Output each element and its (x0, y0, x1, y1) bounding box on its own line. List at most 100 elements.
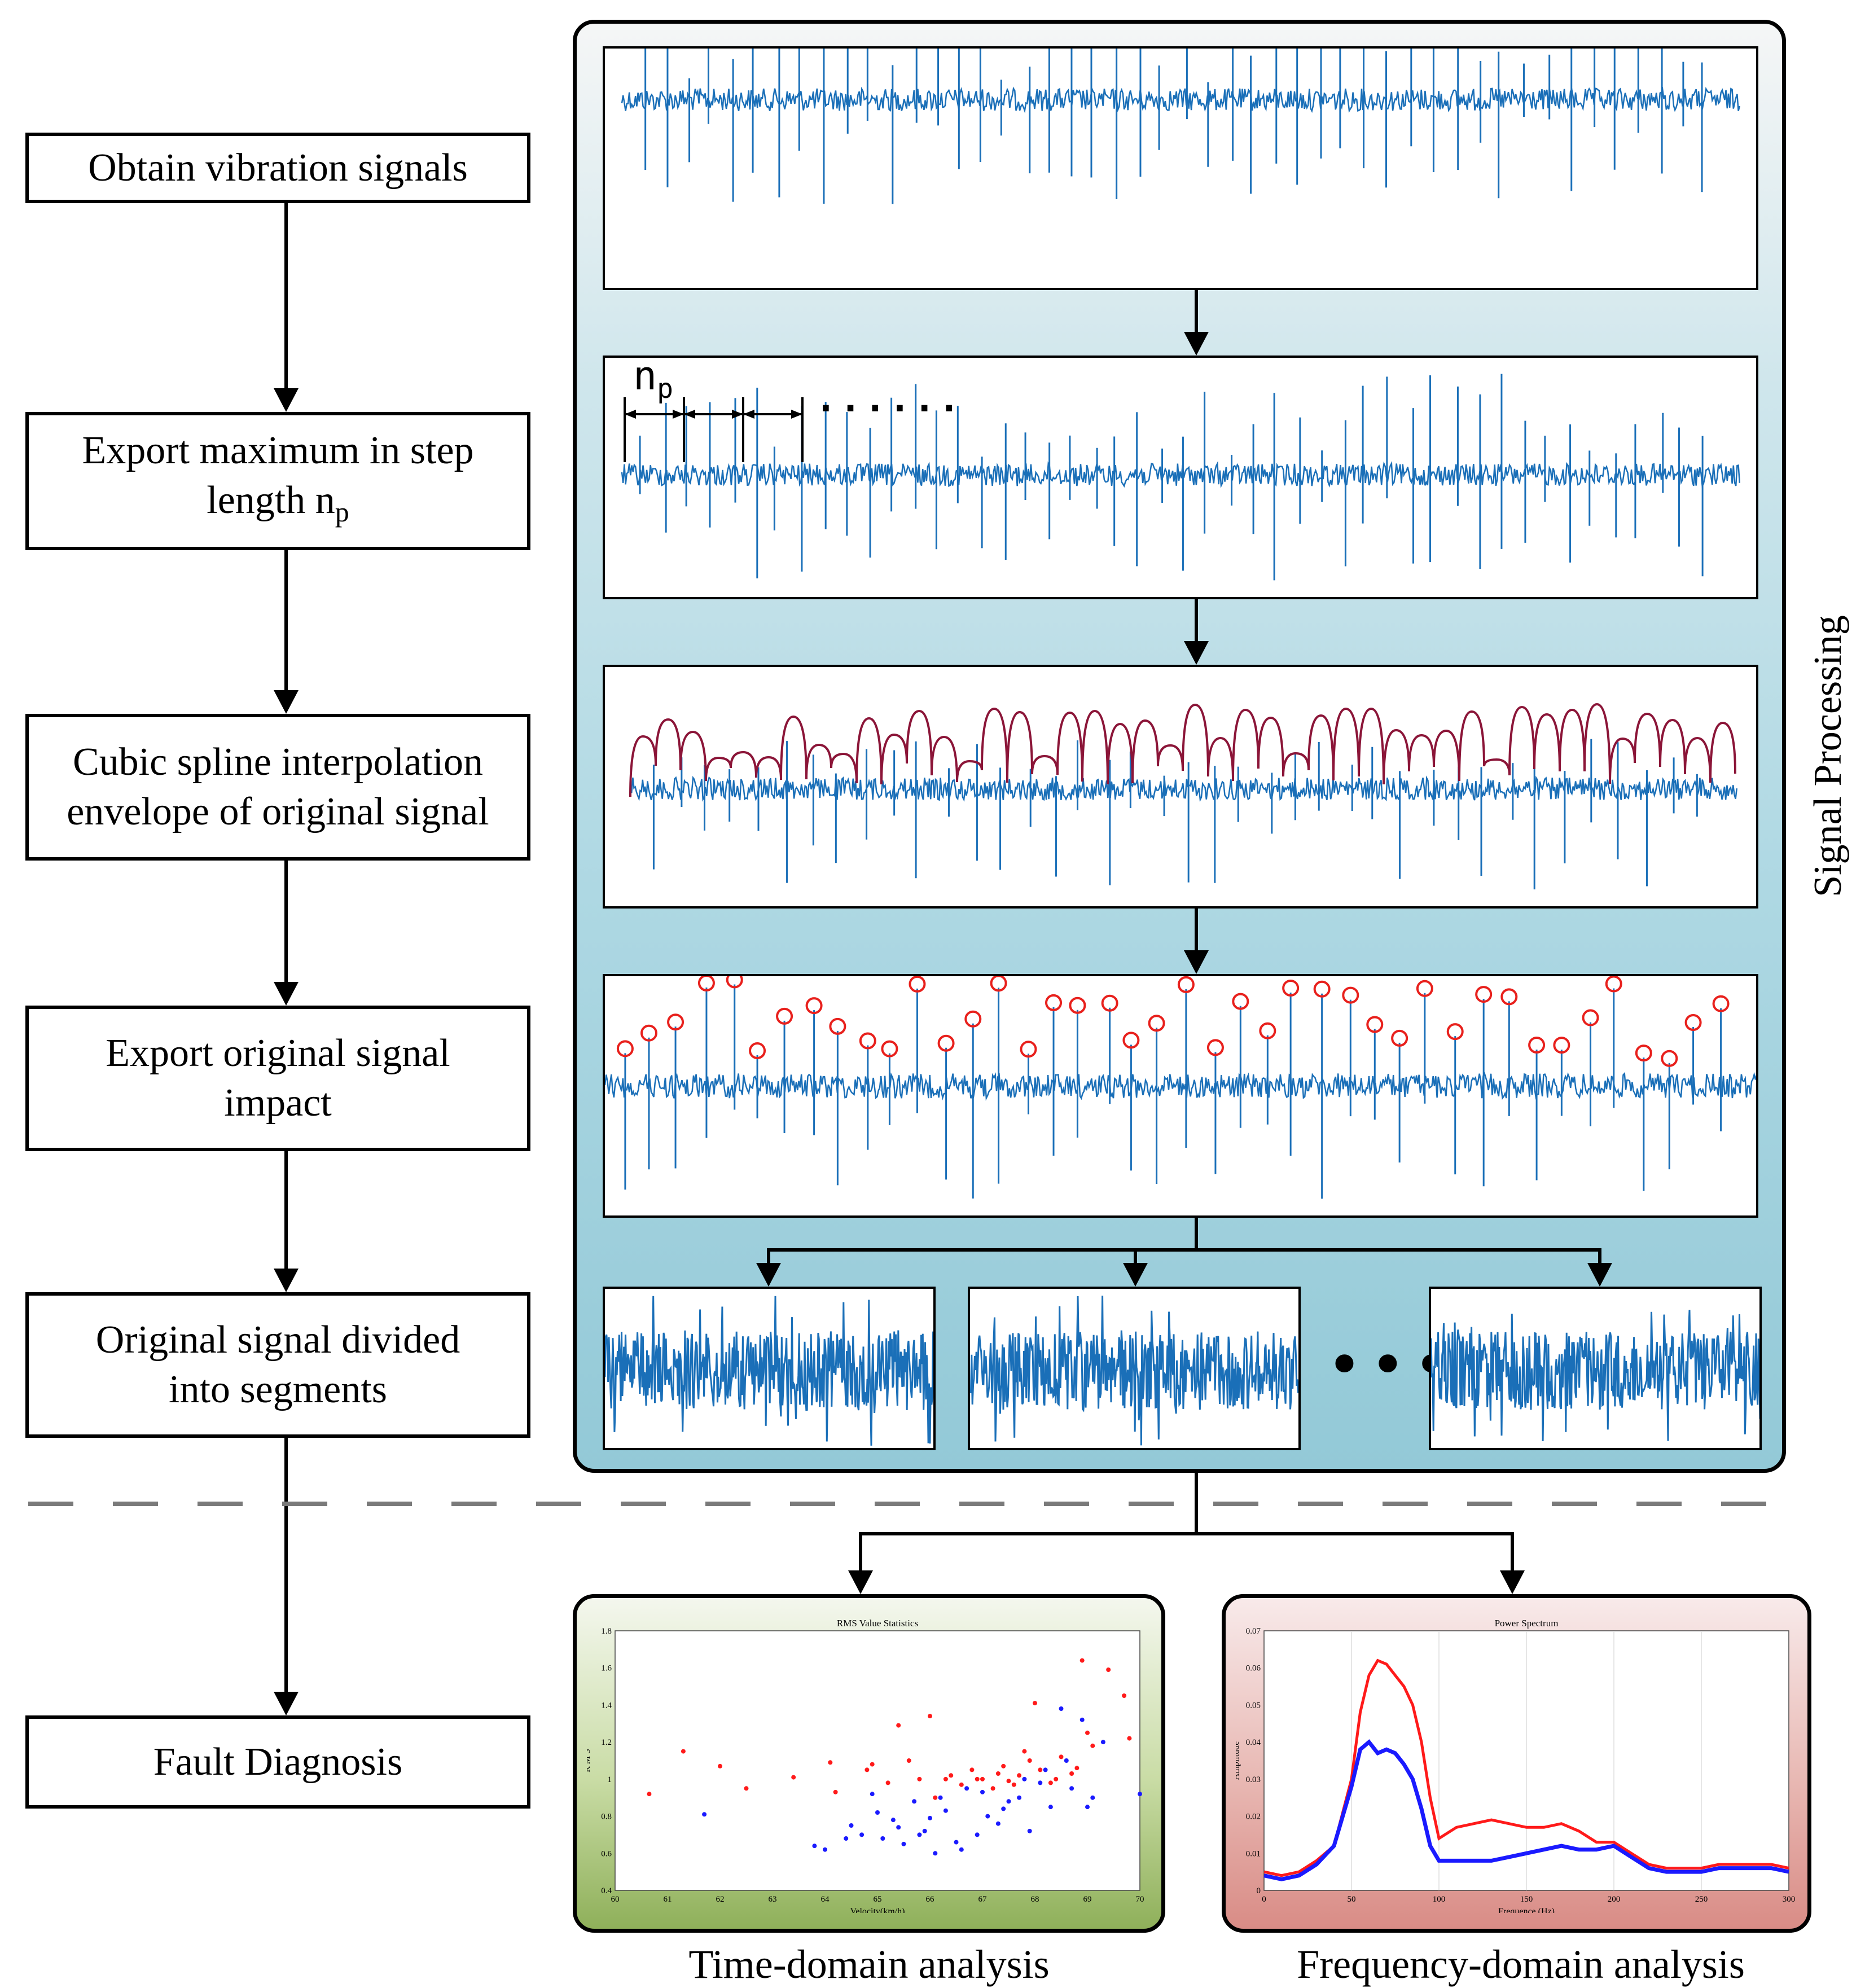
scatter-point (938, 1795, 943, 1800)
impact-marker (1661, 1050, 1678, 1067)
scatter-point (1011, 1782, 1016, 1787)
x-tick-label: 60 (611, 1895, 620, 1904)
scatter-point (1074, 1766, 1079, 1771)
scatter-point (1127, 1736, 1132, 1741)
impact-marker (1500, 988, 1518, 1006)
scatter-point (922, 1828, 927, 1833)
x-tick-label: 66 (926, 1895, 935, 1904)
envelope-signal-plot (603, 665, 1758, 909)
x-tick-label: 67 (978, 1895, 988, 1904)
np-label-main: n (633, 353, 657, 399)
step-length-arrowhead (673, 410, 684, 419)
scatter-point (901, 1841, 906, 1846)
scatter-point (1006, 1779, 1011, 1784)
scatter-point (1048, 1780, 1053, 1785)
arrowhead (274, 1269, 299, 1292)
impact-marker (1045, 994, 1063, 1011)
frequency-domain-caption: Frequency-domain analysis (1297, 1942, 1745, 1987)
impact-signal-trace (605, 976, 1756, 1199)
scatter-point (681, 1749, 686, 1754)
scatter-point (1090, 1743, 1095, 1748)
segment-waveform (605, 1296, 933, 1446)
impact-marker (1177, 976, 1195, 993)
scatter-point (702, 1812, 707, 1817)
arrowhead (274, 1692, 299, 1715)
impact-marker (1313, 980, 1331, 998)
scatter-point (906, 1758, 911, 1763)
scatter-point (744, 1786, 749, 1791)
chart-title: RMS Value Statistics (837, 1618, 918, 1629)
scatter-point (980, 1776, 985, 1781)
scatter-point (917, 1832, 922, 1837)
np-label: np (633, 353, 673, 405)
x-tick-label: 69 (1083, 1895, 1092, 1904)
x-tick-label: 300 (1783, 1895, 1796, 1904)
step-length-signal-trace: · · · · · · (621, 374, 1741, 581)
y-tick-label: 1.6 (601, 1664, 612, 1673)
step-fault-diagnosis: Fault Diagnosis (25, 1715, 530, 1809)
scatter-point (885, 1780, 890, 1785)
scatter-point (896, 1723, 901, 1728)
scatter-point (1006, 1799, 1011, 1804)
impact-marker (805, 997, 823, 1015)
scatter-point (969, 1767, 975, 1772)
scatter-point (1059, 1706, 1064, 1711)
step-text-np-subscript: p (335, 495, 349, 528)
segment-trace (970, 1296, 1298, 1446)
impact-marker (1122, 1032, 1140, 1049)
step-text-line: into segments (169, 1368, 387, 1411)
y-axis-label: Amplitude (1236, 1741, 1241, 1780)
x-axis-label: Velocity(km/h) (850, 1907, 905, 1913)
y-tick-label: 1.8 (601, 1627, 612, 1636)
y-tick-label: 0.4 (601, 1886, 612, 1895)
output-bar (859, 1532, 1514, 1574)
impact-marker (1259, 1022, 1276, 1039)
signal-noise (621, 460, 1741, 489)
scatter-point (1043, 1767, 1048, 1772)
scatter-point (791, 1775, 796, 1780)
step-obtain-vibration-signals: Obtain vibration signals (25, 133, 530, 203)
scatter-point (859, 1832, 865, 1837)
scatter-point (1085, 1730, 1090, 1735)
scatter-point (833, 1789, 838, 1794)
step-text-line: Original signal divided (95, 1318, 460, 1362)
scatter-point (1022, 1776, 1027, 1781)
raw-signal-trace (621, 49, 1741, 204)
x-tick-label: 200 (1608, 1895, 1621, 1904)
envelope-curve (629, 703, 1736, 797)
y-tick-label: 1 (608, 1775, 612, 1784)
y-tick-label: 0.01 (1246, 1849, 1261, 1858)
y-tick-label: 0.02 (1246, 1813, 1261, 1822)
scatter-point (1001, 1806, 1006, 1811)
x-tick-label: 0 (1262, 1895, 1266, 1904)
impact-marker (1475, 986, 1493, 1003)
np-label-subscript: p (657, 373, 674, 405)
scatter-point (718, 1763, 722, 1768)
y-axis-label: R M S (587, 1749, 592, 1772)
arrowhead (274, 388, 299, 412)
scatter-point (865, 1767, 870, 1772)
scatter-point (917, 1776, 922, 1781)
scatter-point (1069, 1771, 1074, 1776)
impact-marker (1446, 1023, 1464, 1041)
x-tick-label: 150 (1520, 1895, 1533, 1904)
scatter-point (823, 1847, 827, 1852)
scatter-point (1022, 1749, 1027, 1754)
scatter-point (912, 1799, 917, 1804)
scatter-point (995, 1821, 1000, 1826)
scatter-point (1048, 1805, 1053, 1810)
step-export-maximum: Export maximum in step length np (25, 412, 530, 550)
scatter-point (870, 1792, 875, 1797)
x-tick-label: 50 (1348, 1895, 1356, 1904)
scatter-point (954, 1840, 959, 1845)
scatter-point (880, 1836, 885, 1841)
x-tick-label: 65 (874, 1895, 882, 1904)
impact-marker (1069, 997, 1086, 1014)
y-tick-label: 1.4 (601, 1701, 612, 1710)
impact-marker (1684, 1013, 1702, 1031)
scatter-point (1106, 1667, 1111, 1672)
x-tick-label: 70 (1136, 1895, 1144, 1904)
step-text-line: Obtain vibration signals (88, 146, 468, 190)
scatter-point (1122, 1693, 1127, 1698)
